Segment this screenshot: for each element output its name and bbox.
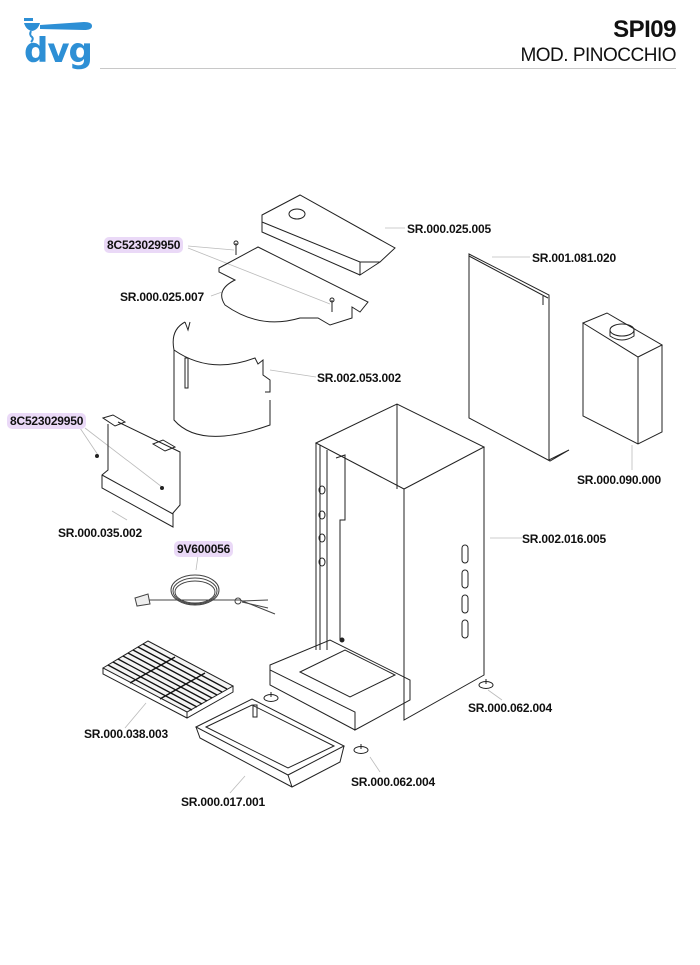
brand-logo	[22, 16, 97, 82]
part-label-screw-top: 8C523029950	[104, 237, 184, 253]
drip-tray-part	[194, 698, 346, 788]
power-cord-part	[134, 574, 276, 615]
part-label-top-plate: SR.000.025.007	[120, 290, 204, 304]
part-label-foot-right: SR.000.062.004	[468, 701, 552, 715]
model-name: MOD. PINOCCHIO	[520, 45, 676, 66]
part-label-power-cord: 9V600056	[174, 541, 234, 557]
part-label-curved-shield: SR.002.053.002	[317, 371, 401, 385]
part-label-screw-bracket: 8C523029950	[7, 413, 87, 429]
main-body-part	[269, 403, 486, 731]
header-divider	[100, 68, 676, 69]
back-panel-part	[468, 253, 570, 462]
part-label-back-panel: SR.001.081.020	[532, 251, 616, 265]
part-label-drip-tray: SR.000.017.001	[181, 795, 265, 809]
portafilter-icon	[24, 18, 92, 43]
brand-name: dvg	[24, 31, 93, 71]
part-label-bracket: SR.000.035.002	[58, 526, 142, 540]
part-label-tank: SR.000.090.000	[577, 473, 661, 487]
leader-lines	[79, 227, 633, 794]
top-plate-part	[218, 240, 369, 326]
water-tank-part	[581, 312, 664, 445]
part-label-grille: SR.000.038.003	[84, 727, 168, 741]
part-label-body: SR.002.016.005	[522, 532, 606, 546]
part-label-foot-front: SR.000.062.004	[351, 775, 435, 789]
grille-part	[101, 640, 235, 719]
curved-shield-part	[172, 321, 271, 437]
model-code: SPI09	[613, 16, 676, 43]
bracket-part	[95, 414, 181, 528]
part-label-lid: SR.000.025.005	[407, 222, 491, 236]
feet-parts	[263, 679, 494, 754]
lid-part	[261, 194, 396, 276]
